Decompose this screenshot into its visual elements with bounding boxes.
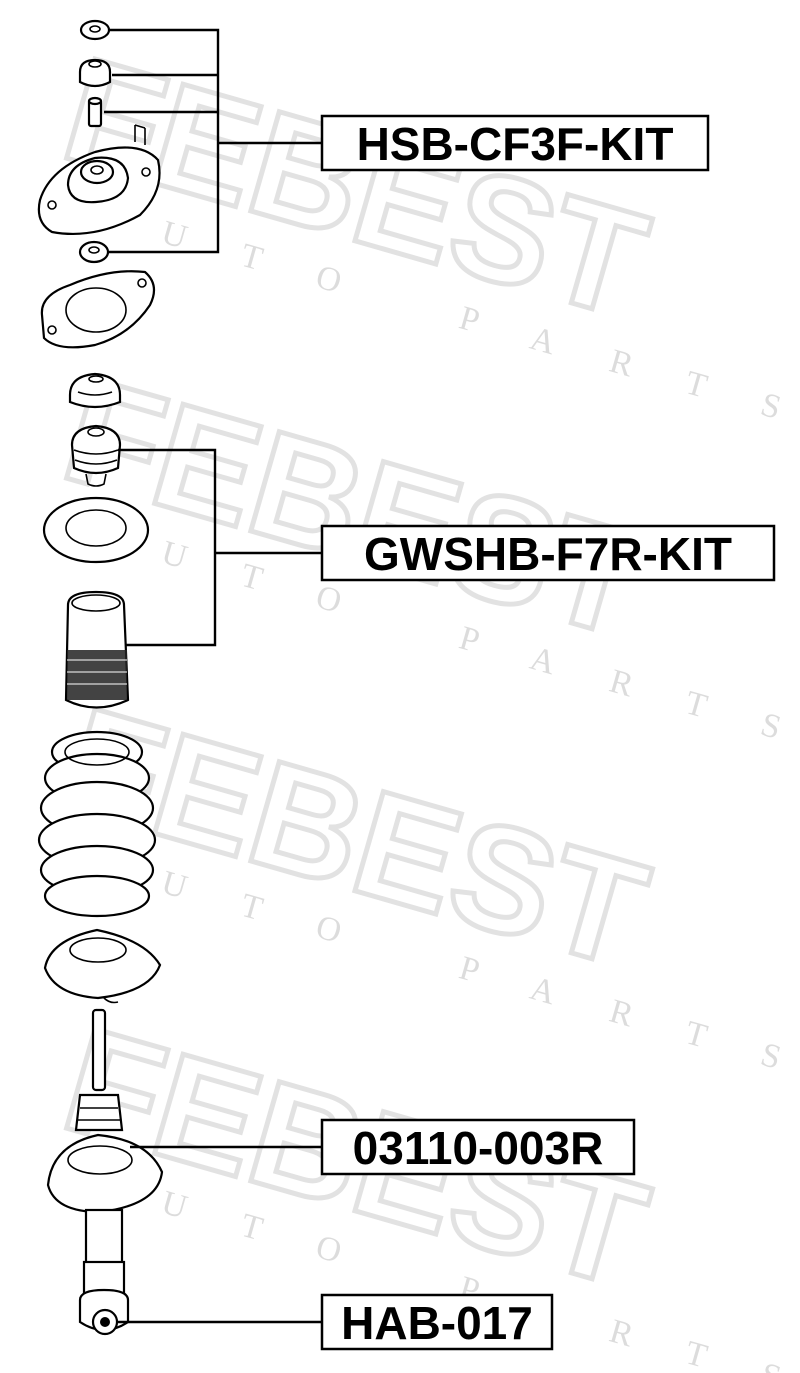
- strut-assembly: [46, 1008, 164, 1336]
- leader-lines: [104, 28, 322, 1324]
- label-bushing: HAB-017: [320, 1293, 554, 1351]
- label-kit1-text: HSB-CF3F-KIT: [357, 118, 674, 170]
- label-bushing-text: HAB-017: [341, 1297, 533, 1349]
- dust-cap: [68, 372, 122, 409]
- label-strut-text: 03110-003R: [353, 1122, 604, 1174]
- spring-seat-lower: [43, 928, 162, 1004]
- lower-washer: [78, 240, 110, 264]
- label-kit2: GWSHB-F7R-KIT: [320, 524, 776, 582]
- label-kit2-text: GWSHB-F7R-KIT: [364, 528, 732, 580]
- upper-bushing: [78, 58, 112, 88]
- spring-seat-upper: [42, 496, 150, 564]
- sleeve: [87, 96, 103, 128]
- parts-layer: [37, 19, 164, 1336]
- label-kit1: HSB-CF3F-KIT: [320, 114, 710, 172]
- gasket-plate: [40, 270, 156, 349]
- strut-mount: [37, 124, 161, 235]
- dust-boot: [64, 590, 130, 709]
- bump-stop: [70, 424, 122, 487]
- top-washer: [79, 19, 111, 41]
- label-strut: 03110-003R: [320, 1118, 636, 1176]
- coil-spring: [37, 730, 157, 918]
